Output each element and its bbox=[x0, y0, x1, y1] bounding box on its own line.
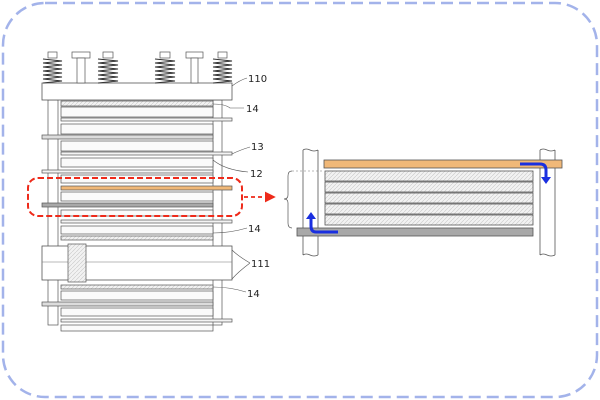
spring-coil bbox=[154, 74, 176, 80]
spring-cap bbox=[217, 51, 228, 59]
arrow-up-icon bbox=[306, 212, 316, 219]
cell-plate-detail bbox=[324, 192, 534, 204]
orange-plate bbox=[60, 185, 233, 191]
spring-coil bbox=[212, 78, 233, 84]
cell-plate-detail bbox=[324, 214, 534, 226]
label-14-mid: 14 bbox=[248, 224, 261, 235]
spring-coil bbox=[154, 58, 176, 64]
bolt-head bbox=[71, 51, 91, 59]
springs bbox=[42, 51, 233, 84]
stack-plate bbox=[60, 284, 214, 290]
spring-coil bbox=[154, 66, 176, 72]
bolt-head bbox=[185, 51, 204, 59]
cell-plate-detail bbox=[324, 181, 534, 193]
detail-view bbox=[283, 148, 563, 257]
spring-coil bbox=[97, 58, 119, 64]
stack-plate bbox=[60, 324, 214, 332]
spring-coil bbox=[42, 58, 63, 64]
stack-plate bbox=[60, 100, 214, 107]
highlight-box bbox=[27, 177, 243, 217]
stack-plate bbox=[60, 307, 214, 317]
bolt-shaft bbox=[190, 57, 199, 84]
tie-rod-cut bbox=[539, 148, 556, 257]
spring-cap bbox=[102, 51, 114, 59]
label-110: 110 bbox=[248, 74, 267, 85]
label-14-top: 14 bbox=[246, 104, 259, 115]
stack-plate bbox=[60, 123, 214, 135]
stack-plate bbox=[41, 301, 214, 307]
label-14-bottom: 14 bbox=[247, 289, 260, 300]
cell-plate-detail bbox=[324, 203, 534, 215]
spring-coil bbox=[97, 74, 119, 80]
label-13: 13 bbox=[251, 142, 264, 153]
spring-cap bbox=[159, 51, 171, 59]
stack-plate bbox=[60, 117, 233, 122]
tie-rod bbox=[212, 99, 223, 326]
stack-plate bbox=[60, 151, 233, 156]
stack-plate bbox=[60, 157, 214, 168]
flow-arrow-out bbox=[520, 162, 548, 178]
spring-coil bbox=[97, 78, 119, 84]
spring-coil bbox=[42, 66, 63, 72]
label-111: 111 bbox=[251, 259, 270, 270]
spring-coil bbox=[42, 70, 63, 76]
leader-lines bbox=[212, 77, 251, 293]
spring-coil bbox=[42, 62, 63, 68]
spring-cap bbox=[47, 51, 58, 59]
spring-coil bbox=[212, 70, 233, 76]
stack-plate bbox=[60, 106, 214, 118]
tie-rod bbox=[47, 99, 59, 326]
stack-plate bbox=[41, 134, 214, 140]
spring-coil bbox=[97, 66, 119, 72]
gray-plate bbox=[41, 202, 214, 208]
spring-coil bbox=[154, 62, 176, 68]
spring-coil bbox=[154, 78, 176, 84]
stack-plate bbox=[60, 191, 214, 202]
spring-coil bbox=[42, 78, 63, 84]
spring-block bbox=[67, 243, 87, 283]
orange-plate-detail bbox=[323, 159, 563, 169]
flow-arrow-in bbox=[309, 218, 338, 234]
spring-icon bbox=[42, 58, 63, 84]
stack-assembly bbox=[41, 99, 233, 332]
stack-plate bbox=[60, 219, 233, 224]
spring-coil bbox=[97, 62, 119, 68]
top-plate-110 bbox=[41, 82, 233, 101]
label-12: 12 bbox=[250, 169, 263, 180]
spring-coil bbox=[212, 74, 233, 80]
spring-coil bbox=[212, 62, 233, 68]
stack-plate bbox=[41, 169, 214, 174]
spring-icon bbox=[212, 58, 233, 84]
spring-coil bbox=[212, 66, 233, 72]
arrow-down-icon bbox=[541, 177, 551, 184]
stack-plate bbox=[60, 318, 233, 323]
gray-plate-detail bbox=[296, 227, 534, 237]
stack-plate bbox=[60, 290, 214, 301]
cell-plate-detail bbox=[324, 170, 534, 182]
spring-icon bbox=[154, 58, 176, 84]
stack-plate bbox=[60, 225, 214, 235]
spring-icon bbox=[97, 58, 119, 84]
stack-plate bbox=[60, 235, 214, 241]
spring-coil bbox=[154, 70, 176, 76]
spring-coil bbox=[212, 58, 233, 64]
stack-plate bbox=[60, 140, 214, 152]
bolt-shaft bbox=[76, 57, 86, 84]
brace bbox=[283, 170, 293, 229]
tie-rod-cut bbox=[302, 148, 319, 257]
spring-coil bbox=[97, 70, 119, 76]
spring-coil bbox=[42, 74, 63, 80]
